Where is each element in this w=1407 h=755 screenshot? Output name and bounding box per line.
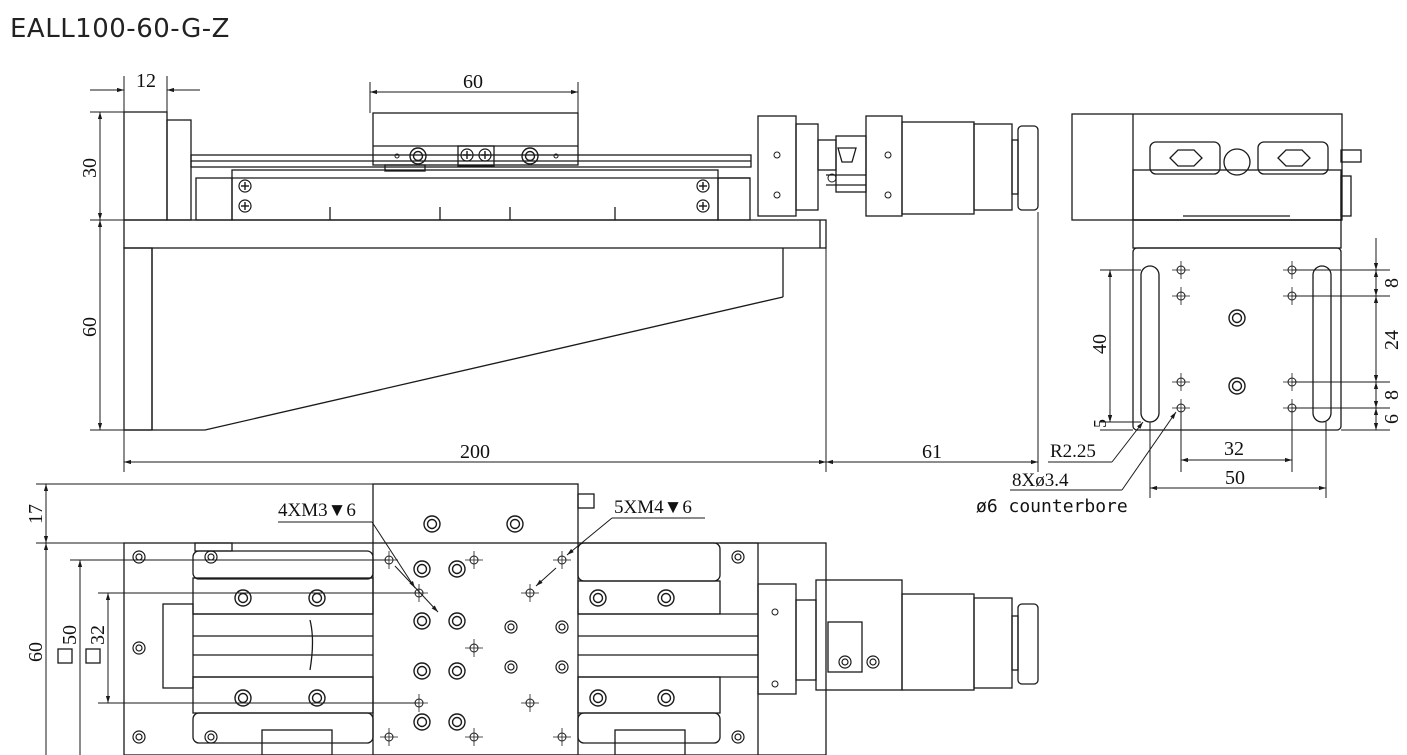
dim-32: 32 bbox=[1224, 438, 1244, 460]
dim-60-height: 60 bbox=[79, 317, 101, 337]
dim-8-a: 8 bbox=[1381, 278, 1403, 288]
end-view-dimensions bbox=[1010, 238, 1390, 498]
side-view-dimensions bbox=[90, 76, 1039, 472]
dim-sq50: 50 bbox=[59, 625, 81, 645]
end-view bbox=[1071, 113, 1362, 431]
dim-40: 40 bbox=[1089, 334, 1111, 354]
square-50-label: 50 bbox=[57, 625, 81, 664]
square-32-label: 32 bbox=[85, 625, 109, 664]
thread-m4-callout: 5XM4▼6 bbox=[614, 497, 692, 518]
dim-12: 12 bbox=[136, 70, 156, 92]
dim-17: 17 bbox=[25, 504, 47, 524]
dim-50: 50 bbox=[1225, 467, 1245, 489]
dim-sq32: 32 bbox=[87, 625, 109, 645]
top-view bbox=[123, 483, 1039, 755]
holes-callout: 8Xø3.4 bbox=[1012, 470, 1069, 491]
dim-200: 200 bbox=[460, 441, 490, 463]
side-view bbox=[123, 111, 1039, 431]
dim-8-b: 8 bbox=[1381, 390, 1403, 400]
dim-61: 61 bbox=[922, 441, 942, 463]
top-view-dimensions bbox=[36, 483, 705, 755]
dim-24: 24 bbox=[1381, 330, 1403, 350]
dim-5: 5 bbox=[1090, 419, 1110, 428]
square-symbol bbox=[85, 648, 101, 664]
square-symbol bbox=[57, 648, 73, 664]
side-view-fasteners bbox=[238, 147, 892, 213]
thread-m3-callout: 4XM3▼6 bbox=[278, 500, 356, 521]
top-view-holes bbox=[132, 515, 880, 747]
counterbore-callout: ø6 counterbore bbox=[976, 496, 1128, 517]
dim-30: 30 bbox=[79, 158, 101, 178]
drawing-title: EALL100-60-G-Z bbox=[10, 14, 230, 44]
end-view-holes bbox=[1171, 260, 1302, 418]
dim-6: 6 bbox=[1381, 414, 1403, 424]
radius-r2-25: R2.25 bbox=[1050, 441, 1096, 462]
dim-60-width: 60 bbox=[25, 642, 47, 662]
dim-60-top: 60 bbox=[463, 71, 483, 93]
